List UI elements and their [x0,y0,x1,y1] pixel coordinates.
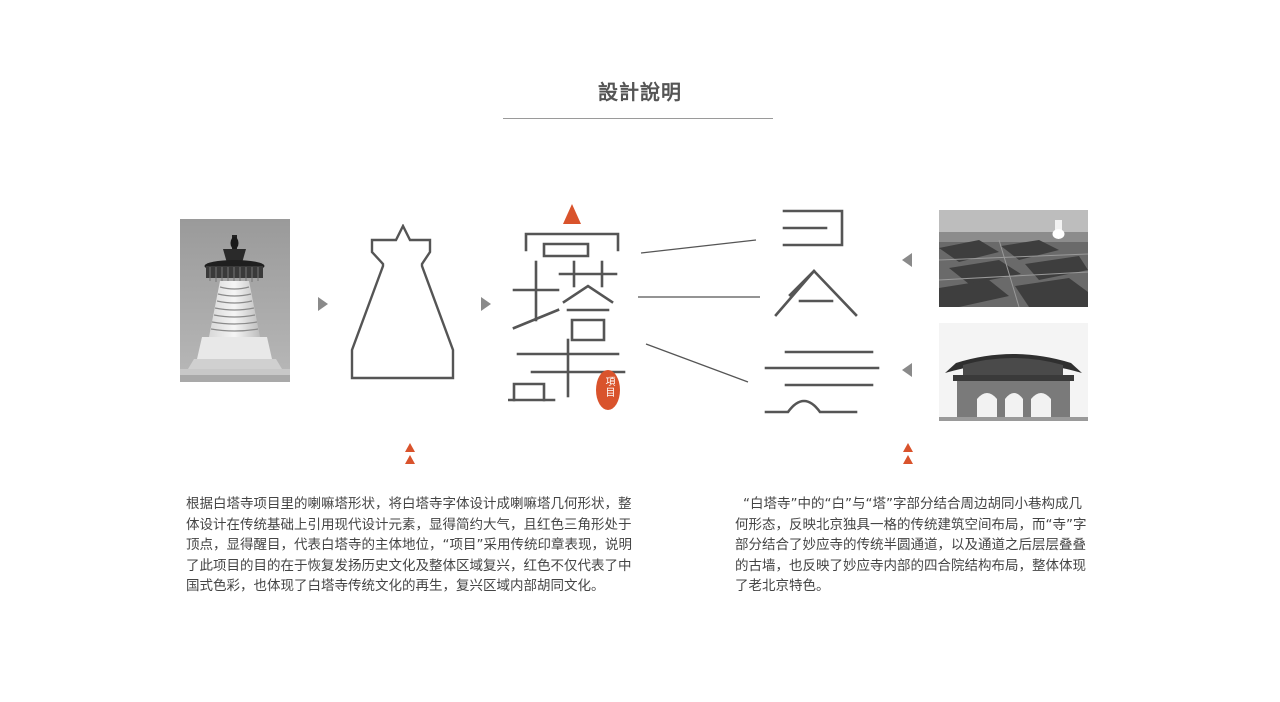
description-right: “白塔寺”中的“白”与“塔”字部分结合周边胡同小巷构成几何形态，反映北京独具一格… [735,496,1087,594]
white-pagoda-photo [180,219,290,382]
triangle-right-icon [318,297,328,311]
page-title: 設計說明 [598,80,682,104]
red-triangle-icon [563,204,581,224]
triangle-left-icon [902,253,912,267]
title-divider [503,118,773,119]
seal-stamp [596,370,620,410]
triangle-right-icon [481,297,491,311]
triangle-left-icon [902,363,912,377]
red-triangle-icon [903,443,913,465]
decomposed-glyph-shape [760,205,885,420]
pagoda-outline-shape [348,224,458,380]
bai-ta-si-logo: 項目 [508,200,633,415]
temple-gate-photo [939,323,1088,421]
hutong-aerial-photo [939,210,1088,307]
red-triangle-icon [405,443,415,465]
seal-stamp-text: 項目 [603,376,614,398]
connector-lines [638,236,763,386]
description-left: 根据白塔寺项目里的喇嘛塔形状，将白塔寺字体设计成喇嘛塔几何形状，整体设计在传统基… [186,496,632,594]
